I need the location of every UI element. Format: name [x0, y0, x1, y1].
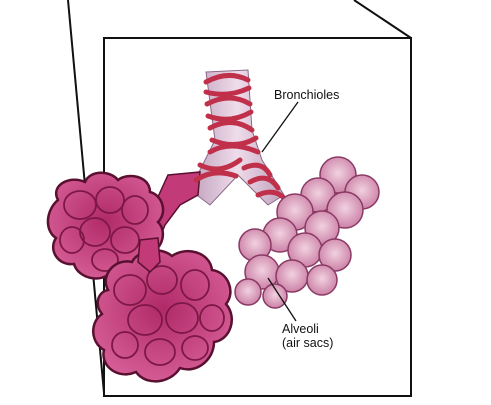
- smooth-muscle-bands: [193, 73, 287, 201]
- alveoli-cluster-lower-left: [92, 249, 233, 383]
- bronchiole-tree: [139, 69, 287, 252]
- alveoli-label: Alveoli (air sacs): [282, 322, 333, 350]
- alveoli-label-subtitle: (air sacs): [282, 336, 334, 350]
- alveoli-leader: [267, 277, 297, 322]
- bronchiole-lower-left: [137, 237, 161, 274]
- frame-line-right: [353, 0, 412, 39]
- alveoli-cluster-right: [234, 156, 380, 309]
- alveoli-label-title: Alveoli: [282, 322, 319, 336]
- bronchioles-leader: [261, 101, 299, 153]
- alveoli-cluster-upper-left: [46, 171, 165, 280]
- bronchioles-label: Bronchioles: [274, 88, 340, 102]
- leader-lines: [261, 101, 299, 322]
